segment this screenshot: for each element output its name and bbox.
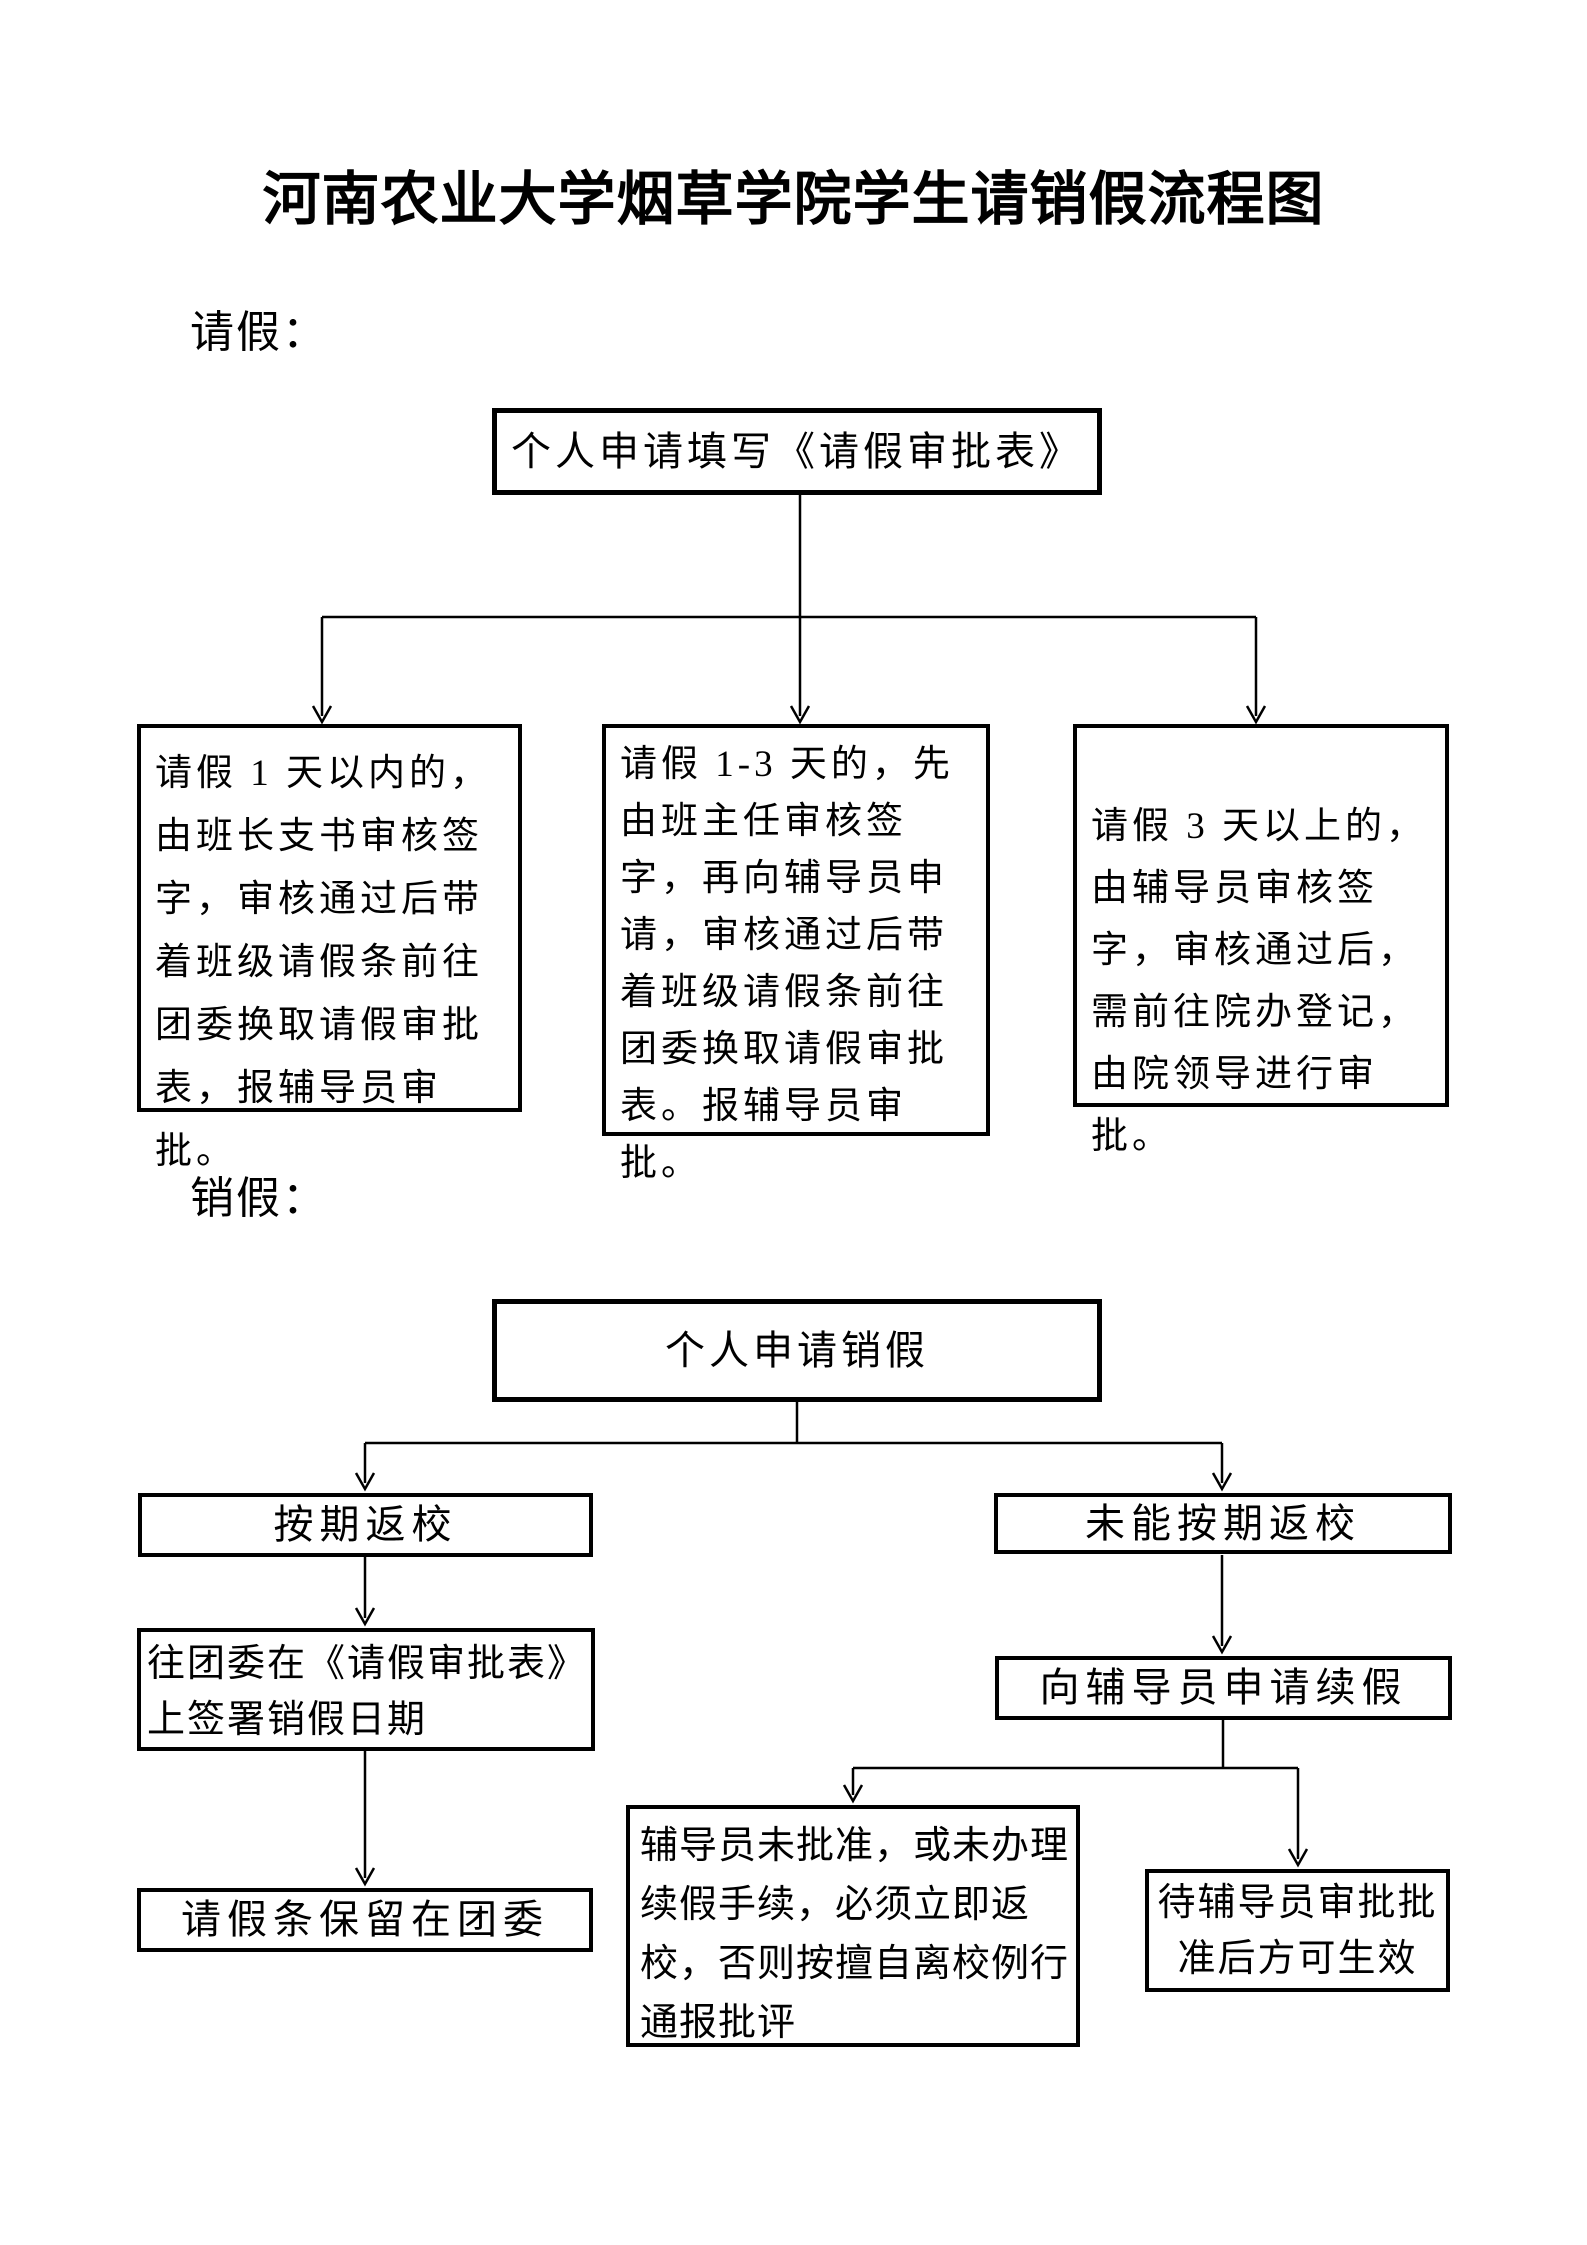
arrow-down-icon (1211, 1635, 1233, 1655)
page-title: 河南农业大学烟草学院学生请销假流程图 (262, 167, 1325, 232)
extension-approved-box: 待辅导员审批批准后方可生效 (1145, 1869, 1450, 1992)
section-label-cancel: 销假： (190, 1174, 328, 1223)
on-time-return-box: 按期返校 (138, 1493, 593, 1557)
request-extension-box: 向辅导员申请续假 (995, 1656, 1452, 1720)
arrow-down-icon (354, 1607, 376, 1627)
section-label-leave: 请假： (190, 308, 328, 357)
leave-branch-1to3days-box: 请假 1-3 天的，先由班主任审核签字，再向辅导员申请，审核通过后带着班级请假条… (602, 724, 990, 1184)
late-return-box: 未能按期返校 (994, 1493, 1452, 1554)
extension-not-approved-box: 辅导员未批准，或未办理续假手续，必须立即返校，否则按擅自离校例行通报批评 (626, 1805, 1080, 2047)
arrow-down-icon (354, 1472, 376, 1492)
arrow-down-icon (1211, 1472, 1233, 1492)
arrow-down-icon (842, 1784, 864, 1804)
cancel-root-box: 个人申请销假 (492, 1299, 1102, 1402)
arrow-down-icon (354, 1867, 376, 1887)
keep-slip-box: 请假条保留在团委 (137, 1888, 593, 1952)
sign-cancel-date-box: 往团委在《请假审批表》上签署销假日期 (137, 1628, 595, 1751)
leave-root-box: 个人申请填写《请假审批表》 (492, 408, 1102, 495)
arrow-down-icon (789, 705, 811, 725)
leave-branch-1day-box: 请假 1 天以内的，由班长支书审核签字，审核通过后带着班级请假条前往团委换取请假… (137, 724, 522, 1172)
arrow-down-icon (1245, 705, 1267, 725)
arrow-down-icon (311, 705, 333, 725)
arrow-down-icon (1287, 1848, 1309, 1868)
leave-branch-3plusdays-box: 请假 3 天以上的，由辅导员审核签字，审核通过后，需前往院办登记，由院领导进行审… (1073, 724, 1449, 1157)
